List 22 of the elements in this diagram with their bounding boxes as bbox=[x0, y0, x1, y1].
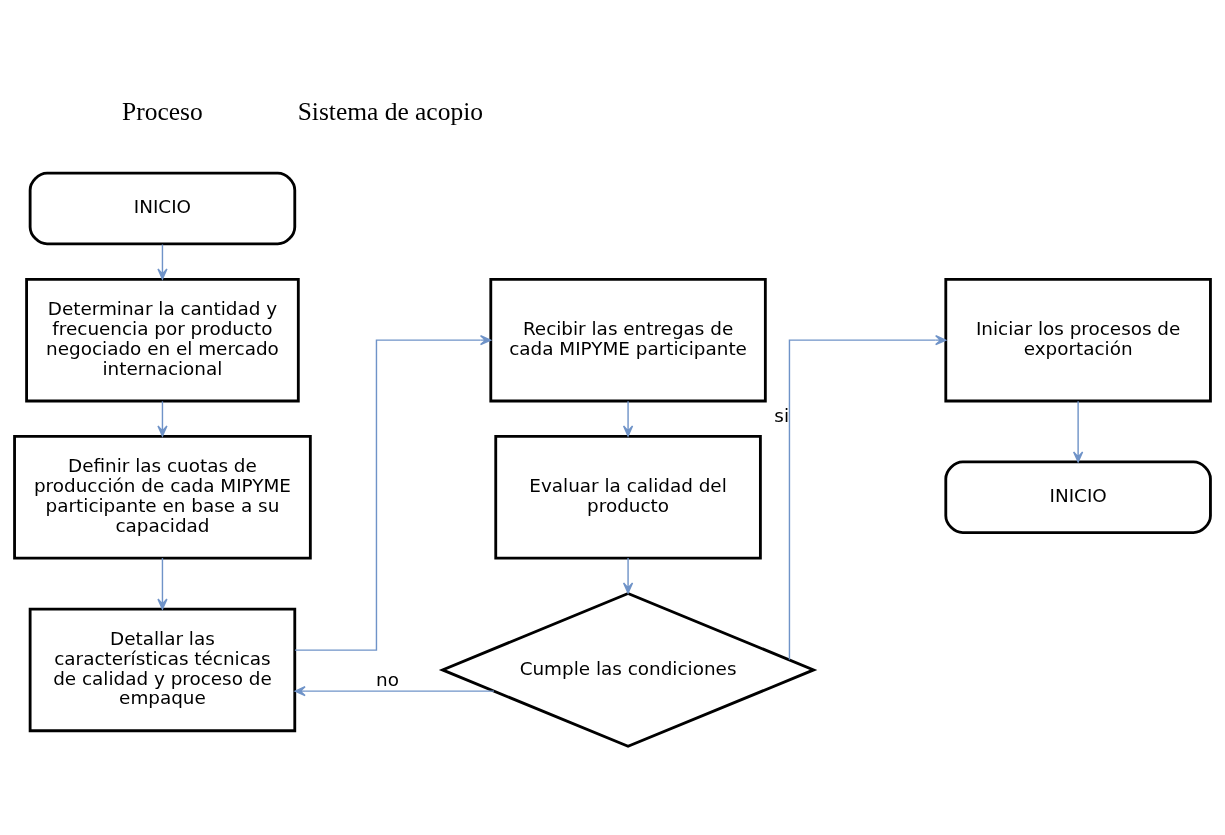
node-box: Definir las cuotas de producción de cada MIPYME participante en base a su capacidad bbox=[13, 434, 312, 560]
label: Sistema de acopio bbox=[297, 96, 483, 126]
edge-label: si bbox=[774, 404, 790, 426]
arrow bbox=[157, 556, 168, 610]
arrow bbox=[294, 334, 492, 651]
node-box: Detallar las características técnicas de calidad y proceso de empaque bbox=[28, 607, 297, 732]
node-box: INICIO bbox=[944, 459, 1212, 534]
edge-label: no bbox=[376, 668, 399, 690]
arrow bbox=[157, 243, 168, 280]
node-box: Determinar la cantidad y frecuencia por producto negociado en el mercado internacional bbox=[25, 277, 300, 402]
node-box: Evaluar la calidad del producto bbox=[494, 434, 762, 560]
arrow bbox=[622, 400, 634, 437]
arrow bbox=[157, 400, 168, 437]
arrow bbox=[1072, 400, 1084, 463]
node-box: INICIO bbox=[28, 171, 297, 245]
arrow bbox=[622, 556, 634, 594]
label: Proceso bbox=[122, 96, 203, 126]
node-box: Iniciar los procesos de exportación bbox=[944, 277, 1212, 402]
node-diamond: Cumple las condiciones bbox=[438, 591, 818, 748]
node-box: Recibir las entregas de cada MIPYME participante bbox=[489, 277, 767, 402]
arrow bbox=[788, 334, 947, 660]
arrow bbox=[294, 685, 495, 696]
